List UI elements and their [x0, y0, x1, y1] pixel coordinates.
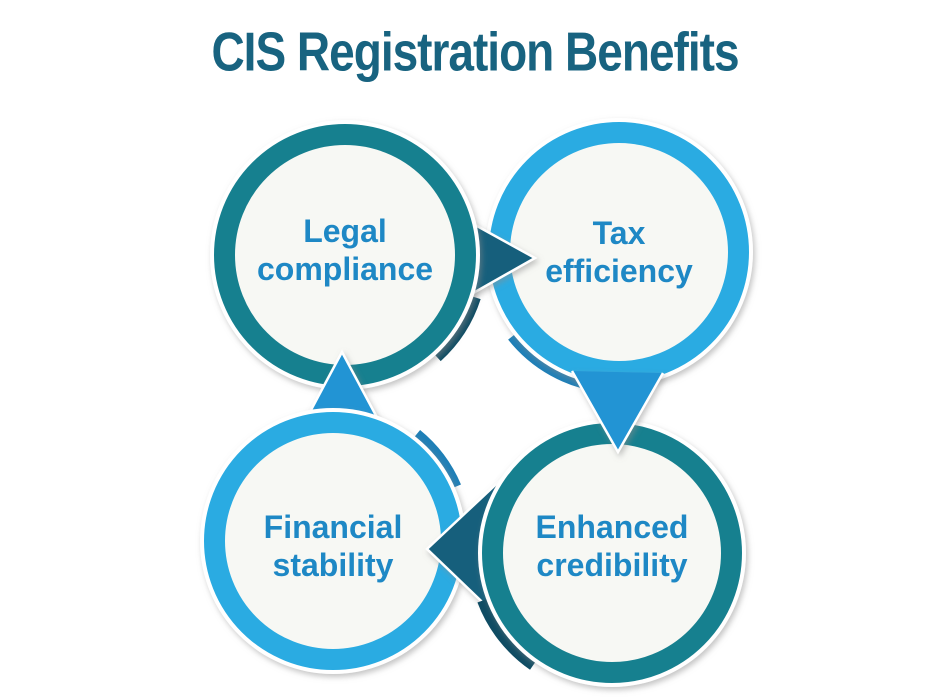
arrow-tax-to-enhanced [570, 370, 665, 455]
benefit-label-financial-stability: Financial stability [263, 508, 403, 583]
benefit-label-legal-compliance: Legal compliance [256, 212, 434, 287]
benefit-label-enhanced-credibility: Enhanced credibility [535, 508, 689, 583]
benefit-circle-enhanced-credibility [478, 419, 746, 687]
benefit-label-tax-efficiency: Tax efficiency [545, 214, 693, 289]
arrow-enhanced-to-financial-fold [477, 597, 539, 670]
arrow-legal-to-tax-fold [431, 294, 481, 362]
benefit-circle-legal-compliance [210, 120, 480, 390]
page-title: CIS Registration Benefits [211, 21, 739, 83]
arrow-financial-to-legal-fold [411, 429, 461, 490]
